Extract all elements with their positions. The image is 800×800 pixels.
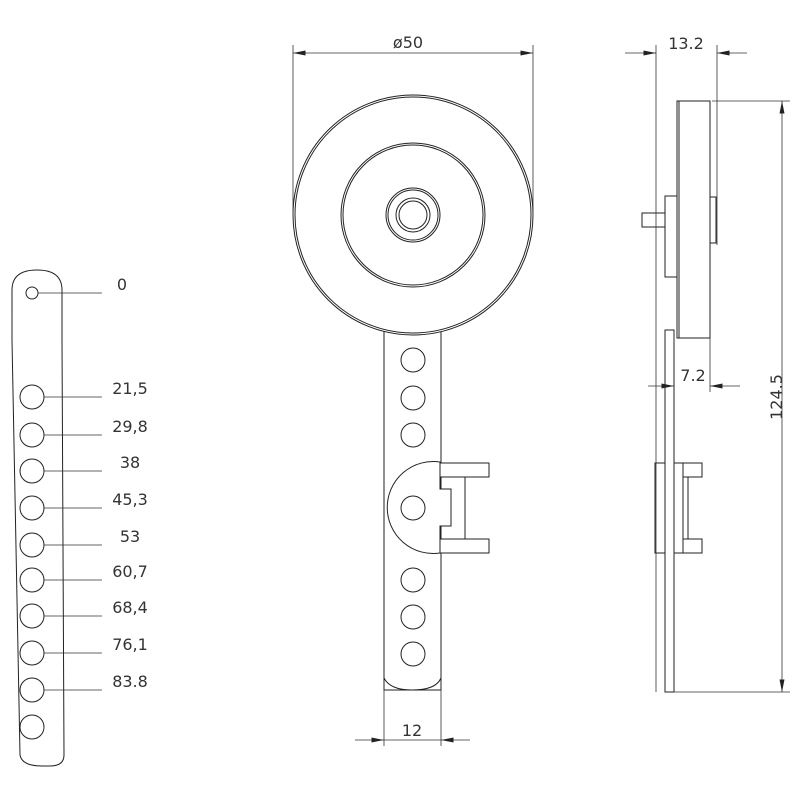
side-width-label: 13.2 [668,34,704,53]
lever-position-label: 38 [120,453,140,472]
strip-hole [400,641,426,667]
wheel-offset-label: 7.2 [680,366,705,385]
lever-hole [19,458,45,484]
clamp-bar-bottom [439,538,490,554]
lever-hole [19,640,45,666]
lever-detail-view: 0 21,5 29,8 38 45,3 53 60,7 68,4 76,1 83.8 [11,269,148,767]
lever-position-label: 68,4 [112,598,148,617]
lever-hole [19,677,45,703]
axle [395,197,431,233]
side-pin [641,212,666,228]
lever-hole [19,714,45,740]
front-view [292,94,534,691]
dimension-total-height: 124.5 [674,100,790,693]
lever-hole [19,603,45,629]
side-nut [709,196,717,244]
lever-position-label: 60,7 [112,562,148,581]
dimension-side-width: 13.2 [625,34,747,692]
lever-outline [11,269,65,767]
lever-hole [19,495,45,521]
wheel-rim [340,142,486,288]
strip-width-label: 12 [402,721,422,740]
hub [385,187,441,243]
wheel-outer [292,94,534,336]
side-clamp [654,462,666,554]
dimension-wheel-offset: 7.2 [648,338,740,392]
lever-hole [19,422,45,448]
strip-hole [400,567,426,593]
lever-position-label: 83.8 [112,672,148,691]
lever-position-label: 21,5 [112,379,148,398]
lever-hole [19,567,45,593]
dimension-diameter: ø50 [292,33,534,215]
lever-hole [19,532,45,558]
clamp-bar-top [439,462,490,478]
lever-position-label: 53 [120,527,140,546]
lever-labels: 0 21,5 29,8 38 45,3 53 60,7 68,4 76,1 83.8 [38,275,148,691]
diameter-label: ø50 [393,33,423,52]
lever-holes [19,286,45,740]
side-view [641,100,717,693]
side-strip [664,329,675,693]
lever-hole [19,384,45,410]
strip-holes [400,347,426,667]
total-height-label: 124.5 [767,374,786,420]
side-flange [664,195,678,278]
strip-hole [400,347,426,373]
strip-hole [400,604,426,630]
side-wheel [676,100,711,339]
lever-position-label: 76,1 [112,635,148,654]
clamp-hole [400,495,426,521]
strip-hole [400,385,426,411]
lever-position-label: 29,8 [112,417,148,436]
lever-hole [25,286,39,300]
strip-hole [400,422,426,448]
strip-end [383,670,442,691]
dimension-strip-width: 12 [355,690,470,746]
lever-position-label: 0 [117,275,127,294]
lever-position-label: 45,3 [112,490,148,509]
